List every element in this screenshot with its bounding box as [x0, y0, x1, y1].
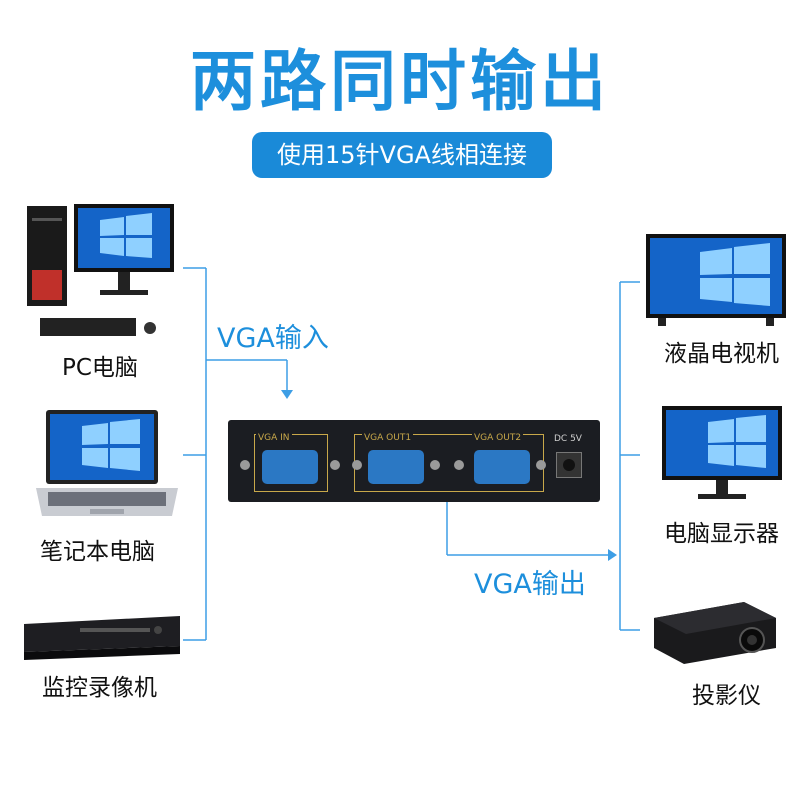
screw-icon: [430, 460, 440, 470]
dc-power-jack: [556, 452, 582, 478]
port-in-label: VGA IN: [256, 433, 292, 443]
power-label: DC 5V: [554, 434, 582, 444]
source-label-laptop: 笔记本电脑: [40, 539, 155, 565]
output-label-projector: 投影仪: [692, 683, 761, 709]
vga-in-port: [262, 450, 318, 484]
vga-splitter-device: VGA IN VGA OUT1 VGA OUT2 DC 5V: [228, 420, 600, 502]
page-title: 两路同时输出: [190, 43, 610, 120]
port-out1-label: VGA OUT1: [362, 433, 414, 443]
vga-input-label: VGA输入: [217, 323, 329, 354]
vga-out2-port: [474, 450, 530, 484]
vga-output-label: VGA输出: [474, 569, 586, 600]
screw-icon: [454, 460, 464, 470]
screw-icon: [352, 460, 362, 470]
projector-illustration: [648, 596, 780, 668]
output-label-monitor: 电脑显示器: [664, 521, 779, 547]
laptop-illustration: [32, 408, 182, 523]
pc-illustration: [22, 200, 182, 340]
screw-icon: [536, 460, 546, 470]
source-label-pc: PC电脑: [62, 355, 138, 381]
dvr-illustration: [20, 612, 185, 662]
screw-icon: [330, 460, 340, 470]
screw-icon: [240, 460, 250, 470]
tv-illustration: [640, 230, 790, 330]
monitor-illustration: [660, 404, 786, 504]
subtitle-banner: 使用15针VGA线相连接: [252, 132, 552, 178]
port-out2-label: VGA OUT2: [472, 433, 524, 443]
vga-out1-port: [368, 450, 424, 484]
source-label-dvr: 监控录像机: [42, 675, 157, 701]
output-label-tv: 液晶电视机: [664, 341, 779, 367]
